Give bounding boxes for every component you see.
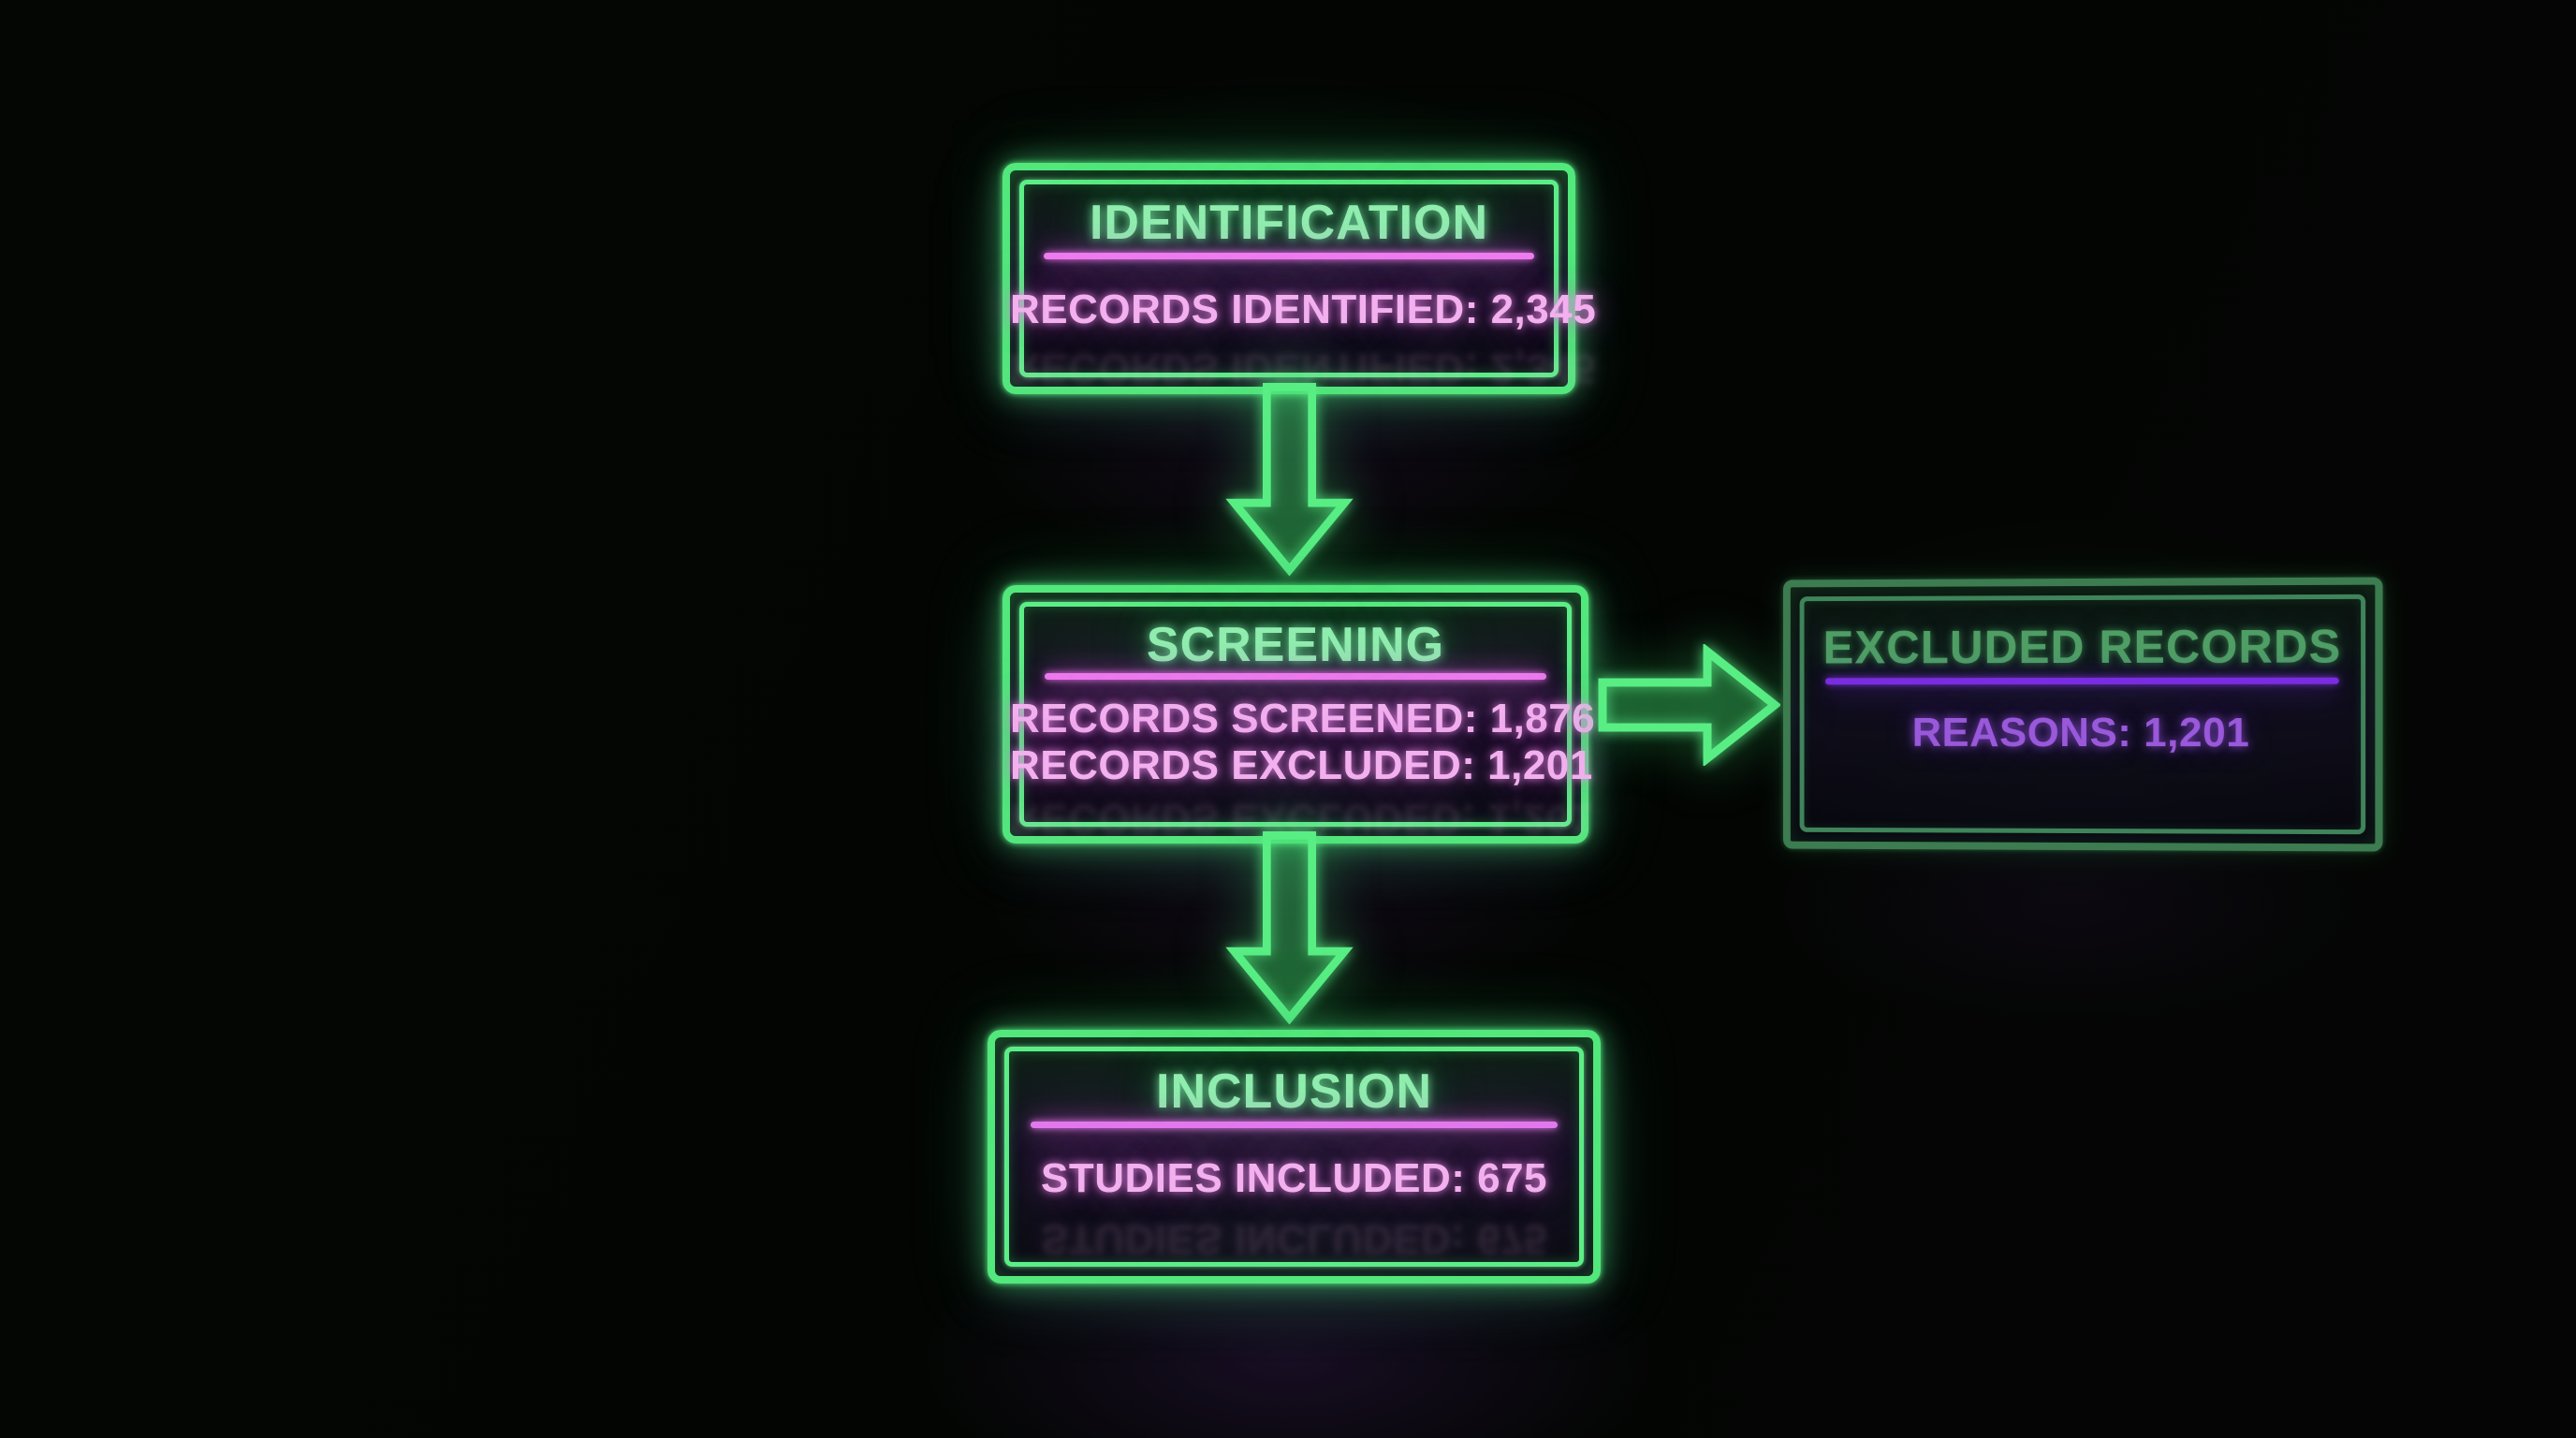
inclusion-body: STUDIES INCLUDED: 675	[995, 1155, 1593, 1202]
studies-included-value: STUDIES INCLUDED: 675	[1040, 1155, 1548, 1201]
divider-line	[1044, 673, 1547, 680]
inclusion-title: INCLUSION	[1156, 1064, 1432, 1119]
flowchart-box-inclusion: INCLUSION STUDIES INCLUDED: 675 STUDIES …	[988, 1030, 1601, 1284]
down-arrow-icon	[1225, 831, 1354, 1025]
reasons-value: REASONS: 1,201	[1911, 709, 2250, 756]
excluded-records-title: EXCLUDED RECORDS	[1822, 620, 2342, 674]
records-identified-value: RECORDS IDENTIFIED: 2,345	[1010, 286, 1597, 332]
down-arrow-icon	[1225, 383, 1354, 577]
right-arrow-icon	[1598, 644, 1780, 766]
text-reflection: STUDIES INCLUDED: 675	[1040, 1216, 1548, 1262]
records-excluded-value: RECORDS EXCLUDED: 1,201	[1010, 742, 1593, 788]
flowchart-box-identification: IDENTIFICATION RECORDS IDENTIFIED: 2,345…	[1003, 163, 1597, 394]
divider-line	[1043, 253, 1535, 259]
divider-line	[1824, 677, 2340, 685]
screening-body: RECORDS SCREENED: 1,876 RECORDS EXCLUDED…	[1010, 696, 1596, 789]
excluded-records-body: REASONS: 1,201	[1791, 710, 2376, 757]
identification-title: IDENTIFICATION	[1089, 196, 1489, 250]
screening-title: SCREENING	[1146, 618, 1445, 672]
flowchart-box-excluded-records: EXCLUDED RECORDS REASONS: 1,201	[1783, 577, 2383, 852]
records-screened-value: RECORDS SCREENED: 1,876	[1010, 696, 1596, 741]
flowchart-box-screening: SCREENING RECORDS SCREENED: 1,876 RECORD…	[1003, 585, 1596, 844]
identification-body: RECORDS IDENTIFIED: 2,345	[1010, 286, 1597, 333]
divider-line	[1031, 1122, 1558, 1128]
